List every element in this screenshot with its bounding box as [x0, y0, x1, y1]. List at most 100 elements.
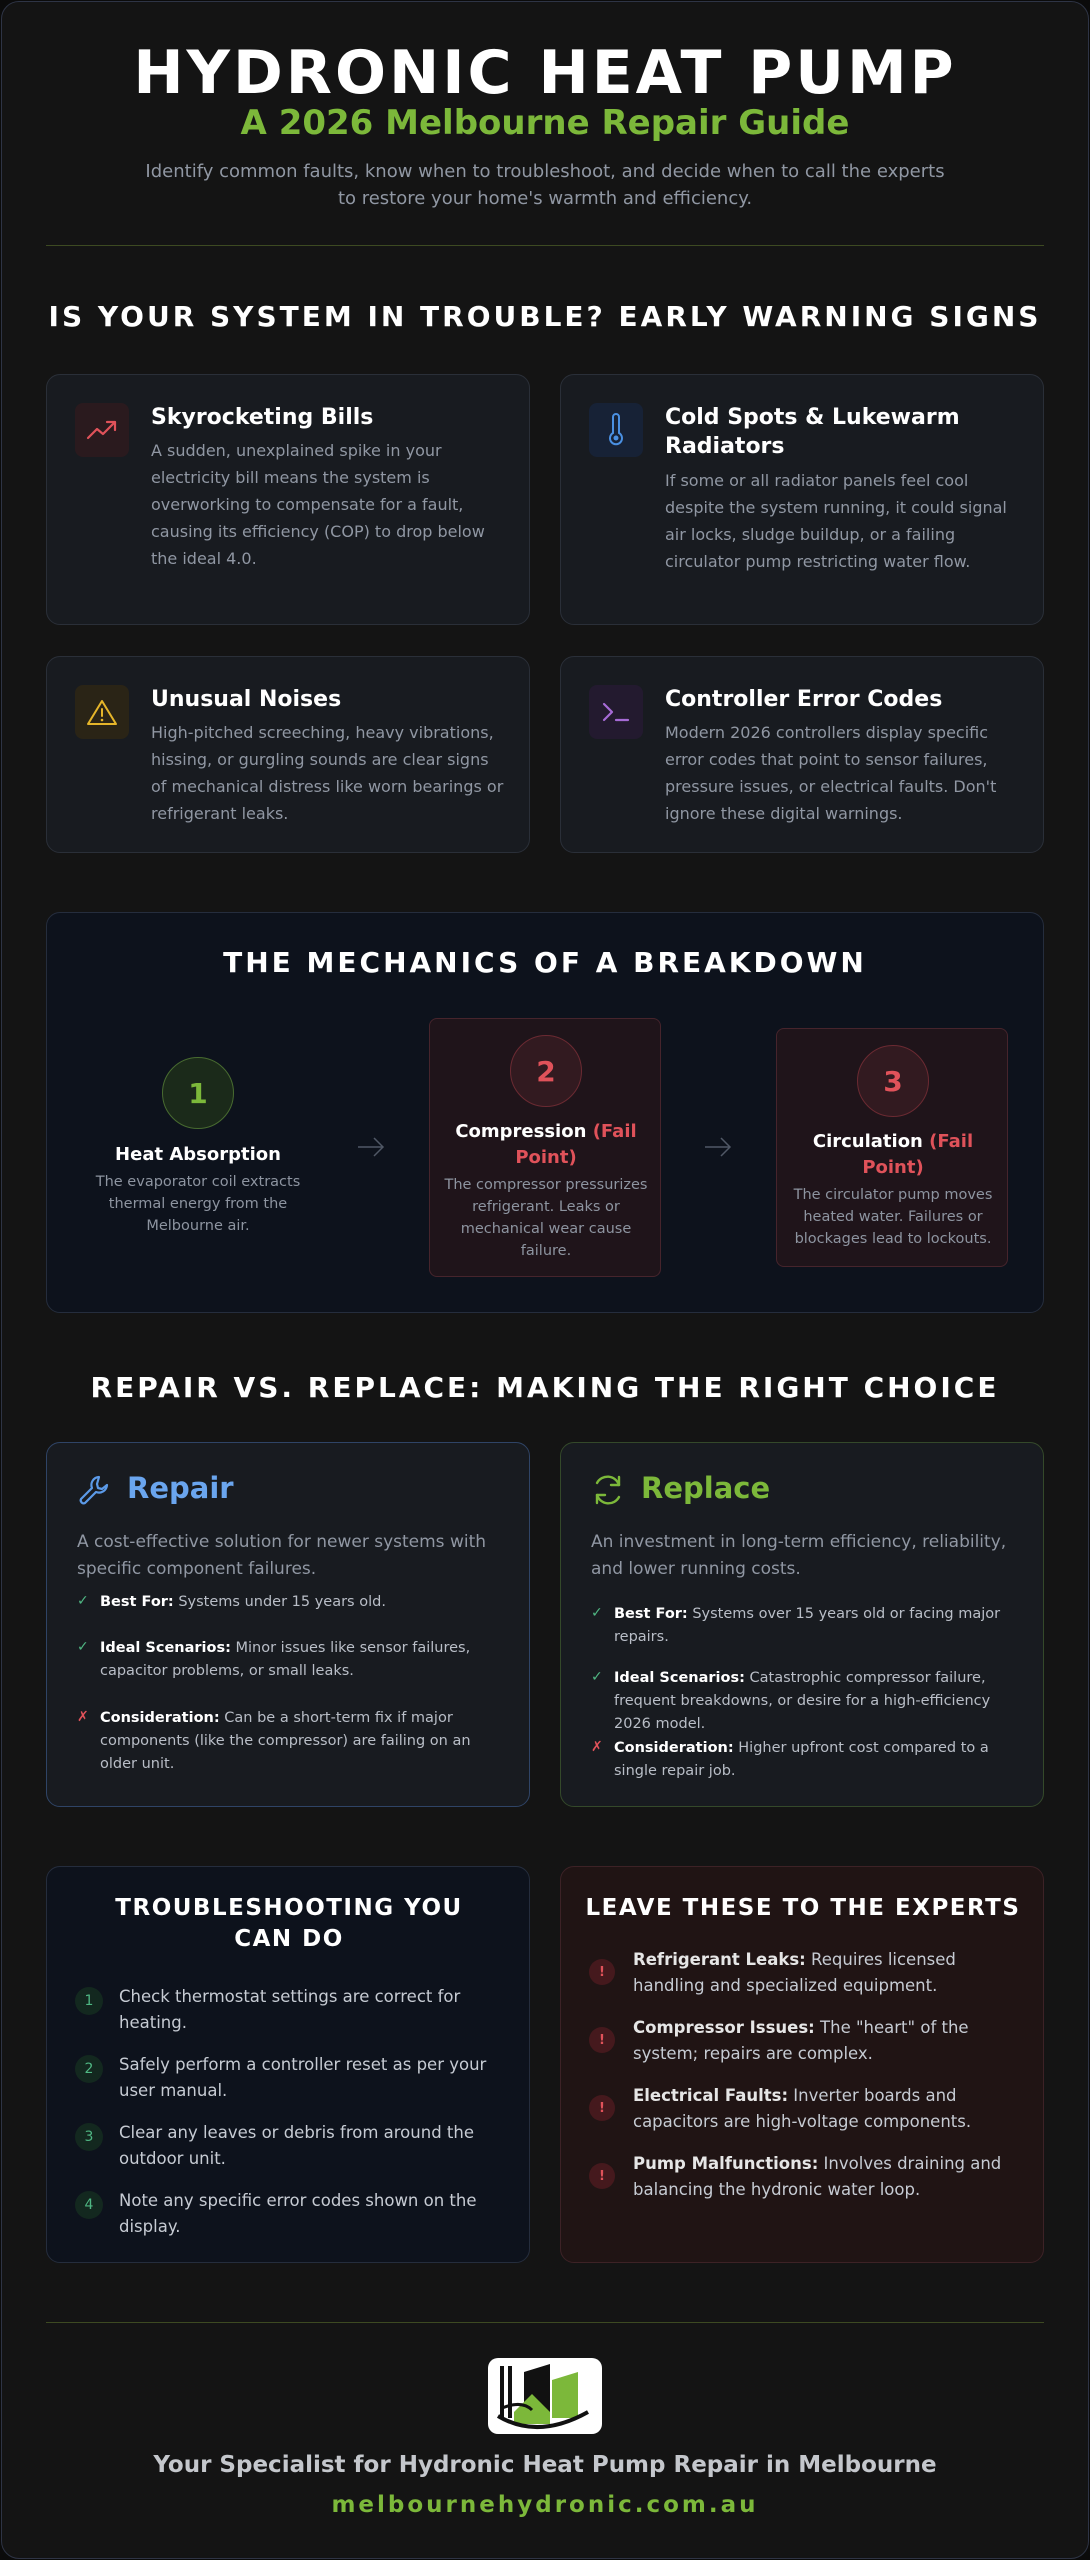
wrench-icon [77, 1473, 111, 1511]
item-text: Minor issues like sensor failures, capac… [100, 1640, 471, 1679]
expert-item: Refrigerant Leaks: Requires licensed han… [633, 1947, 1023, 1999]
alert-icon: ! [589, 2027, 615, 2053]
repair-item: Ideal Scenarios: Minor issues like senso… [100, 1637, 500, 1683]
card-title: Skyrocketing Bills [151, 405, 374, 430]
troubleshooting-item: Safely perform a controller reset as per… [119, 2055, 487, 2100]
step-number-badge: 3 [75, 2123, 103, 2151]
item-text: Higher upfront cost compared to a single… [614, 1740, 989, 1779]
repair-card: Repair A cost-effective solution for new… [46, 1442, 530, 1807]
step-title-text: Compression [455, 1121, 587, 1142]
item-label: Pump Malfunctions: [633, 2154, 819, 2173]
step-number-badge: 4 [75, 2191, 103, 2219]
warning-triangle-icon [75, 685, 129, 739]
item-label: Best For: [614, 1606, 688, 1622]
warning-signs-heading: IS YOUR SYSTEM IN TROUBLE? EARLY WARNING… [48, 300, 1042, 333]
item-label: Best For: [100, 1594, 174, 1610]
item-label: Consideration: [614, 1740, 734, 1756]
item-label: Refrigerant Leaks: [633, 1950, 806, 1969]
item-text: Requires licensed handling and specializ… [633, 1950, 956, 1995]
intro-text: Identify common faults, know when to tro… [130, 158, 960, 212]
item-text: Systems under 15 years old. [178, 1594, 386, 1610]
step-text: The evaporator coil extracts thermal ene… [95, 1174, 301, 1234]
intro-line-1: Identify common faults, know when to tro… [145, 161, 945, 182]
check-icon: ✓ [77, 1639, 89, 1655]
expert-item: Electrical Faults: Inverter boards and c… [633, 2083, 1023, 2135]
replace-title: Replace [641, 1471, 771, 1505]
item-text: Can be a short-term fix if major compone… [100, 1710, 471, 1772]
check-icon: ✓ [591, 1605, 603, 1621]
fail-point-tag: (Fail Point) [515, 1121, 637, 1168]
item-label: Ideal Scenarios: [100, 1640, 231, 1656]
intro-line-2: to restore your home's warmth and effici… [337, 188, 753, 209]
step-number: 3 [857, 1045, 929, 1117]
expert-item: Compressor Issues: The "heart" of the sy… [633, 2015, 1023, 2067]
step-3-box: 3 Circulation (Fail Point) The circulato… [776, 1028, 1008, 1267]
step-text: The circulator pump moves heated water. … [793, 1187, 993, 1247]
footer-website-link[interactable]: melbournehydronic.com.au [331, 2492, 759, 2518]
replace-card: Replace An investment in long-term effic… [560, 1442, 1044, 1807]
repair-item: Consideration: Can be a short-term fix i… [100, 1707, 500, 1776]
footer-tagline: Your Specialist for Hydronic Heat Pump R… [153, 2452, 937, 2478]
arrow-right-icon [703, 1134, 733, 1164]
card-text: High-pitched screeching, heavy vibration… [151, 723, 504, 823]
card-title: Cold Spots & Lukewarm Radiators [665, 405, 960, 459]
card-text: Modern 2026 controllers display specific… [665, 723, 997, 823]
thermometer-icon [589, 403, 643, 457]
alert-icon: ! [589, 2095, 615, 2121]
card-text: A sudden, unexplained spike in your elec… [151, 441, 485, 568]
alert-icon: ! [589, 2163, 615, 2189]
troubleshooting-card: TROUBLESHOOTING YOU CAN DO 1 Check therm… [46, 1866, 530, 2263]
warning-card-cold-spots: Cold Spots & Lukewarm Radiators If some … [560, 374, 1044, 625]
replace-item: Ideal Scenarios: Catastrophic compressor… [614, 1667, 1014, 1736]
card-title: Unusual Noises [151, 687, 342, 712]
repair-item: Best For: Systems under 15 years old. [100, 1591, 500, 1614]
house-logo-icon [488, 2358, 602, 2434]
step-title: Circulation (Fail Point) [785, 1129, 1001, 1181]
replace-desc: An investment in long-term efficiency, r… [591, 1532, 1007, 1579]
experts-card: LEAVE THESE TO THE EXPERTS ! Refrigerant… [560, 1866, 1044, 2263]
step-text: The compressor pressurizes refrigerant. … [444, 1177, 648, 1259]
item-label: Compressor Issues: [633, 2018, 815, 2037]
item-label: Electrical Faults: [633, 2086, 789, 2105]
item-text: The "heart" of the system; repairs are c… [633, 2018, 969, 2063]
step-number-badge: 2 [75, 2055, 103, 2083]
mechanics-heading: THE MECHANICS OF A BREAKDOWN [223, 946, 867, 979]
step-number: 1 [162, 1057, 234, 1129]
item-label: Consideration: [100, 1710, 220, 1726]
trending-up-icon [75, 403, 129, 457]
step-number-badge: 1 [75, 1987, 103, 2015]
replace-item: Best For: Systems over 15 years old or f… [614, 1603, 1014, 1649]
step-2-box: 2 Compression (Fail Point) The compresso… [429, 1018, 661, 1277]
arrow-right-icon [356, 1134, 386, 1164]
cross-icon: ✗ [77, 1709, 89, 1725]
check-icon: ✓ [591, 1669, 603, 1685]
cross-icon: ✗ [591, 1739, 603, 1755]
item-text: Systems over 15 years old or facing majo… [614, 1606, 1001, 1645]
divider [46, 245, 1044, 246]
repair-replace-heading: REPAIR VS. REPLACE: MAKING THE RIGHT CHO… [90, 1371, 1000, 1404]
step-title-text: Circulation [812, 1131, 923, 1152]
repair-title: Repair [127, 1471, 234, 1505]
experts-heading: LEAVE THESE TO THE EXPERTS [585, 1895, 1021, 1921]
page-title: HYDRONIC HEAT PUMP [133, 38, 957, 108]
item-label: Ideal Scenarios: [614, 1670, 745, 1686]
troubleshooting-item: Check thermostat settings are correct fo… [119, 1987, 461, 2032]
card-text: If some or all radiator panels feel cool… [665, 471, 1007, 571]
warning-card-error-codes: Controller Error Codes Modern 2026 contr… [560, 656, 1044, 853]
expert-item: Pump Malfunctions: Involves draining and… [633, 2151, 1023, 2203]
terminal-icon [589, 685, 643, 739]
alert-icon: ! [589, 1959, 615, 1985]
step-number: 2 [510, 1035, 582, 1107]
repair-desc: A cost-effective solution for newer syst… [77, 1532, 487, 1579]
divider [46, 2322, 1044, 2323]
step-title: Compression (Fail Point) [438, 1119, 654, 1171]
fail-point-tag: (Fail Point) [862, 1131, 974, 1178]
troubleshooting-item: Note any specific error codes shown on t… [119, 2191, 477, 2236]
step-title: Heat Absorption [115, 1144, 281, 1165]
warning-card-noises: Unusual Noises High-pitched screeching, … [46, 656, 530, 853]
page-subtitle: A 2026 Melbourne Repair Guide [240, 103, 850, 143]
item-text: Catastrophic compressor failure, frequen… [614, 1670, 991, 1732]
troubleshooting-heading: TROUBLESHOOTING YOU CAN DO [115, 1895, 463, 1952]
replace-item: Consideration: Higher upfront cost compa… [614, 1737, 1014, 1783]
refresh-icon [591, 1473, 625, 1511]
